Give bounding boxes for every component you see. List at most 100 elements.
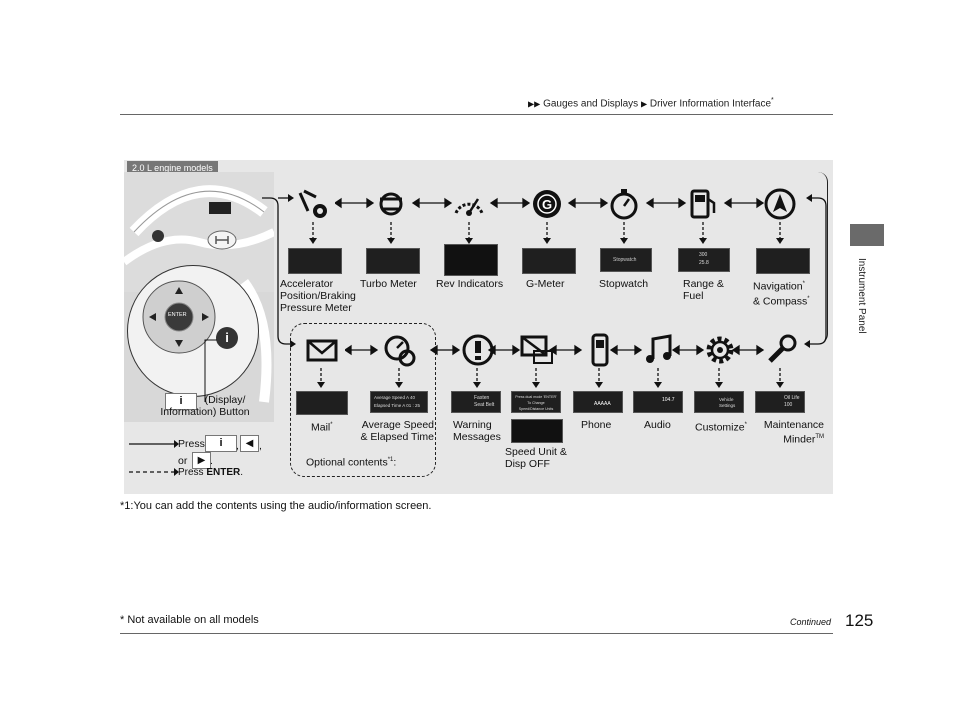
legend-press-enter-prefix: Press: [178, 467, 204, 478]
breadcrumb: ▶▶ Gauges and Displays ▶ Driver Informat…: [528, 97, 774, 109]
thumb-avg-b: Elapsed Time A: [374, 403, 406, 408]
row1-frame: [279, 172, 828, 344]
label-mail-star: *: [330, 422, 333, 428]
fuel-pump-icon: [686, 187, 720, 221]
footnote-star: *: [771, 97, 774, 104]
turbo-icon: [374, 187, 408, 221]
thumb-mail: [296, 391, 348, 415]
optional-contents-sup: *1: [387, 457, 394, 463]
thumb-navigation: [756, 248, 810, 274]
breadcrumb-arrow-icon: ▶▶: [528, 99, 541, 109]
label-navigation: Navigation* & Compass*: [753, 278, 810, 308]
label-accelerator: Accelerator Position/Braking Pressure Me…: [280, 278, 356, 314]
thumb-warn-b: Seat Belt: [474, 402, 495, 408]
legend-period: .: [210, 455, 213, 467]
thumb-gmeter: [522, 248, 576, 274]
stopwatch-icon: [607, 187, 641, 221]
page-number: 125: [845, 611, 874, 630]
display-off-icon: [520, 333, 554, 367]
dpad[interactable]: [141, 277, 221, 357]
gmeter-icon: G: [530, 187, 564, 221]
label-speed-unit: Speed Unit & Disp OFF: [505, 446, 567, 470]
pedal-icon: [296, 187, 330, 221]
thumb-custom-a: Vehicle: [719, 397, 734, 402]
optional-contents-label: Optional contents*1:: [306, 454, 396, 469]
label-maintenance-text: Maintenance Minder: [763, 419, 824, 446]
label-navigation-star: *: [802, 281, 805, 287]
legend-info-key: i: [205, 435, 237, 452]
info-button-key: i: [165, 393, 197, 410]
label-gmeter: G-Meter: [526, 278, 565, 290]
breadcrumb-arrow-icon: ▶: [640, 99, 648, 109]
label-turbo: Turbo Meter: [360, 278, 417, 290]
header-rule: [120, 114, 833, 115]
footer-rule: [120, 633, 833, 634]
optional-contents-text: Optional contents: [306, 456, 388, 469]
label-customize-star: *: [744, 422, 747, 428]
row2-down-arrows: [317, 368, 784, 388]
mail-icon: [305, 333, 339, 367]
navigation-icon: [763, 187, 797, 221]
footnote-note: *1:You can add the contents using the au…: [120, 500, 432, 512]
footer-note: * Not available on all models: [120, 614, 259, 626]
label-maintenance: Maintenance MinderTM: [758, 419, 824, 446]
thumb-speed-b: To Change: [527, 401, 545, 405]
engine-badge: 2.0 L engine models: [127, 161, 218, 175]
thumb-rev: [444, 244, 498, 276]
phone-icon: [583, 333, 617, 367]
section-tab: [850, 224, 884, 246]
thumb-audio-text: 104.7: [662, 397, 675, 403]
label-phone: Phone: [581, 419, 612, 431]
label-warning: Warning Messages: [453, 419, 501, 443]
optional-contents-colon: :: [393, 456, 397, 469]
legend-enter-key: ENTER: [206, 467, 241, 478]
thumb-stopwatch-text: Stopwatch: [613, 257, 637, 263]
thumb-phone-text: AAAAA: [594, 401, 611, 407]
legend-period-2: .: [240, 467, 244, 478]
label-customize-text: Customize: [695, 421, 745, 434]
row1-arrows: [335, 197, 765, 209]
row1-down-arrows: [309, 222, 784, 244]
thumb-warn-a: Fasten: [474, 395, 490, 401]
thumb-audio: 104.7: [633, 391, 683, 413]
thumb-avg-v1: 40: [409, 395, 415, 400]
thumb-turbo: [366, 248, 420, 274]
legend-solid-arrow: [129, 440, 179, 448]
label-navigation-text: Navigation: [753, 280, 803, 293]
thumb-speed-c: Speed/Distance Units: [518, 407, 554, 411]
rev-icon: [452, 187, 486, 221]
thumb-maint-v: 100: [784, 402, 793, 408]
row2-arrows: [345, 344, 765, 356]
legend-press-enter: Press ENTER.: [178, 467, 243, 479]
legend-left-key: ◀: [240, 435, 259, 452]
gear-icon: [703, 333, 737, 367]
legend-comma: ,: [236, 440, 239, 452]
info-button-icon[interactable]: i: [216, 327, 238, 349]
leader-line: [204, 339, 217, 402]
wrench-icon: [764, 333, 798, 367]
breadcrumb-dii[interactable]: Driver Information Interface: [649, 98, 772, 110]
info-button-label-line2: Information) Button: [160, 406, 250, 418]
thumb-stopwatch: Stopwatch: [600, 248, 652, 272]
continued-label: Continued: [790, 617, 832, 627]
flow-lines: [262, 194, 827, 348]
music-note-icon: [642, 333, 676, 367]
label-mail: Mail*: [311, 419, 333, 434]
legend-right-key: ▶: [192, 452, 211, 469]
label-maintenance-tm: TM: [815, 434, 824, 440]
average-speed-icon: [383, 333, 417, 367]
info-button-label: (Display/ Information) Button: [150, 394, 260, 418]
thumb-maint-a: Oil Life: [784, 395, 800, 401]
svg-text:G: G: [542, 197, 552, 212]
label-compass-star: *: [807, 295, 810, 302]
thumb-disp-off: [511, 419, 563, 443]
label-average-speed: Average Speed & Elapsed Time: [360, 419, 434, 443]
thumb-phone: AAAAA: [573, 391, 623, 413]
thumb-accelerator: [288, 248, 342, 274]
breadcrumb-gauges[interactable]: Gauges and Displays: [543, 98, 639, 110]
label-compass-text: & Compass: [753, 295, 808, 307]
